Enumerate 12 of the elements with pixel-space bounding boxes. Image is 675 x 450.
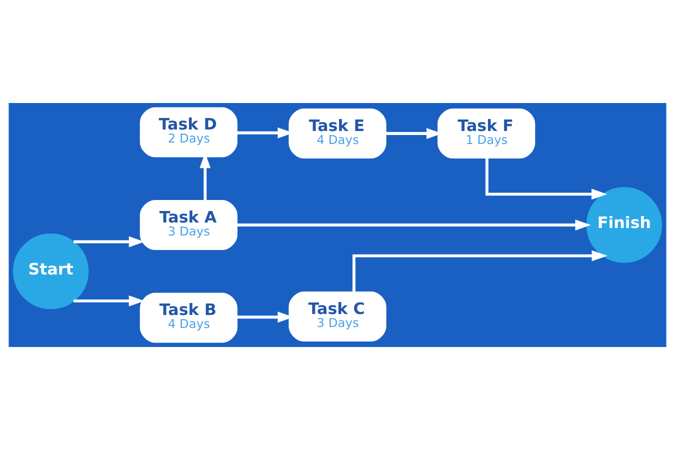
node-box: Task A 3 Days (140, 200, 238, 250)
arrow (74, 236, 145, 248)
arrow (236, 220, 591, 230)
node-box: Task D 2 Days (140, 107, 238, 158)
node-box: Task B 4 Days (140, 292, 238, 343)
node-circle: Start (12, 234, 89, 310)
arrow (485, 158, 608, 200)
arrow (352, 250, 608, 292)
arrow (74, 295, 145, 306)
node-box: Task C 3 Days (288, 292, 386, 342)
node-box: Task F 1 Days (438, 108, 536, 159)
node-box: Task E 4 Days (288, 108, 386, 159)
